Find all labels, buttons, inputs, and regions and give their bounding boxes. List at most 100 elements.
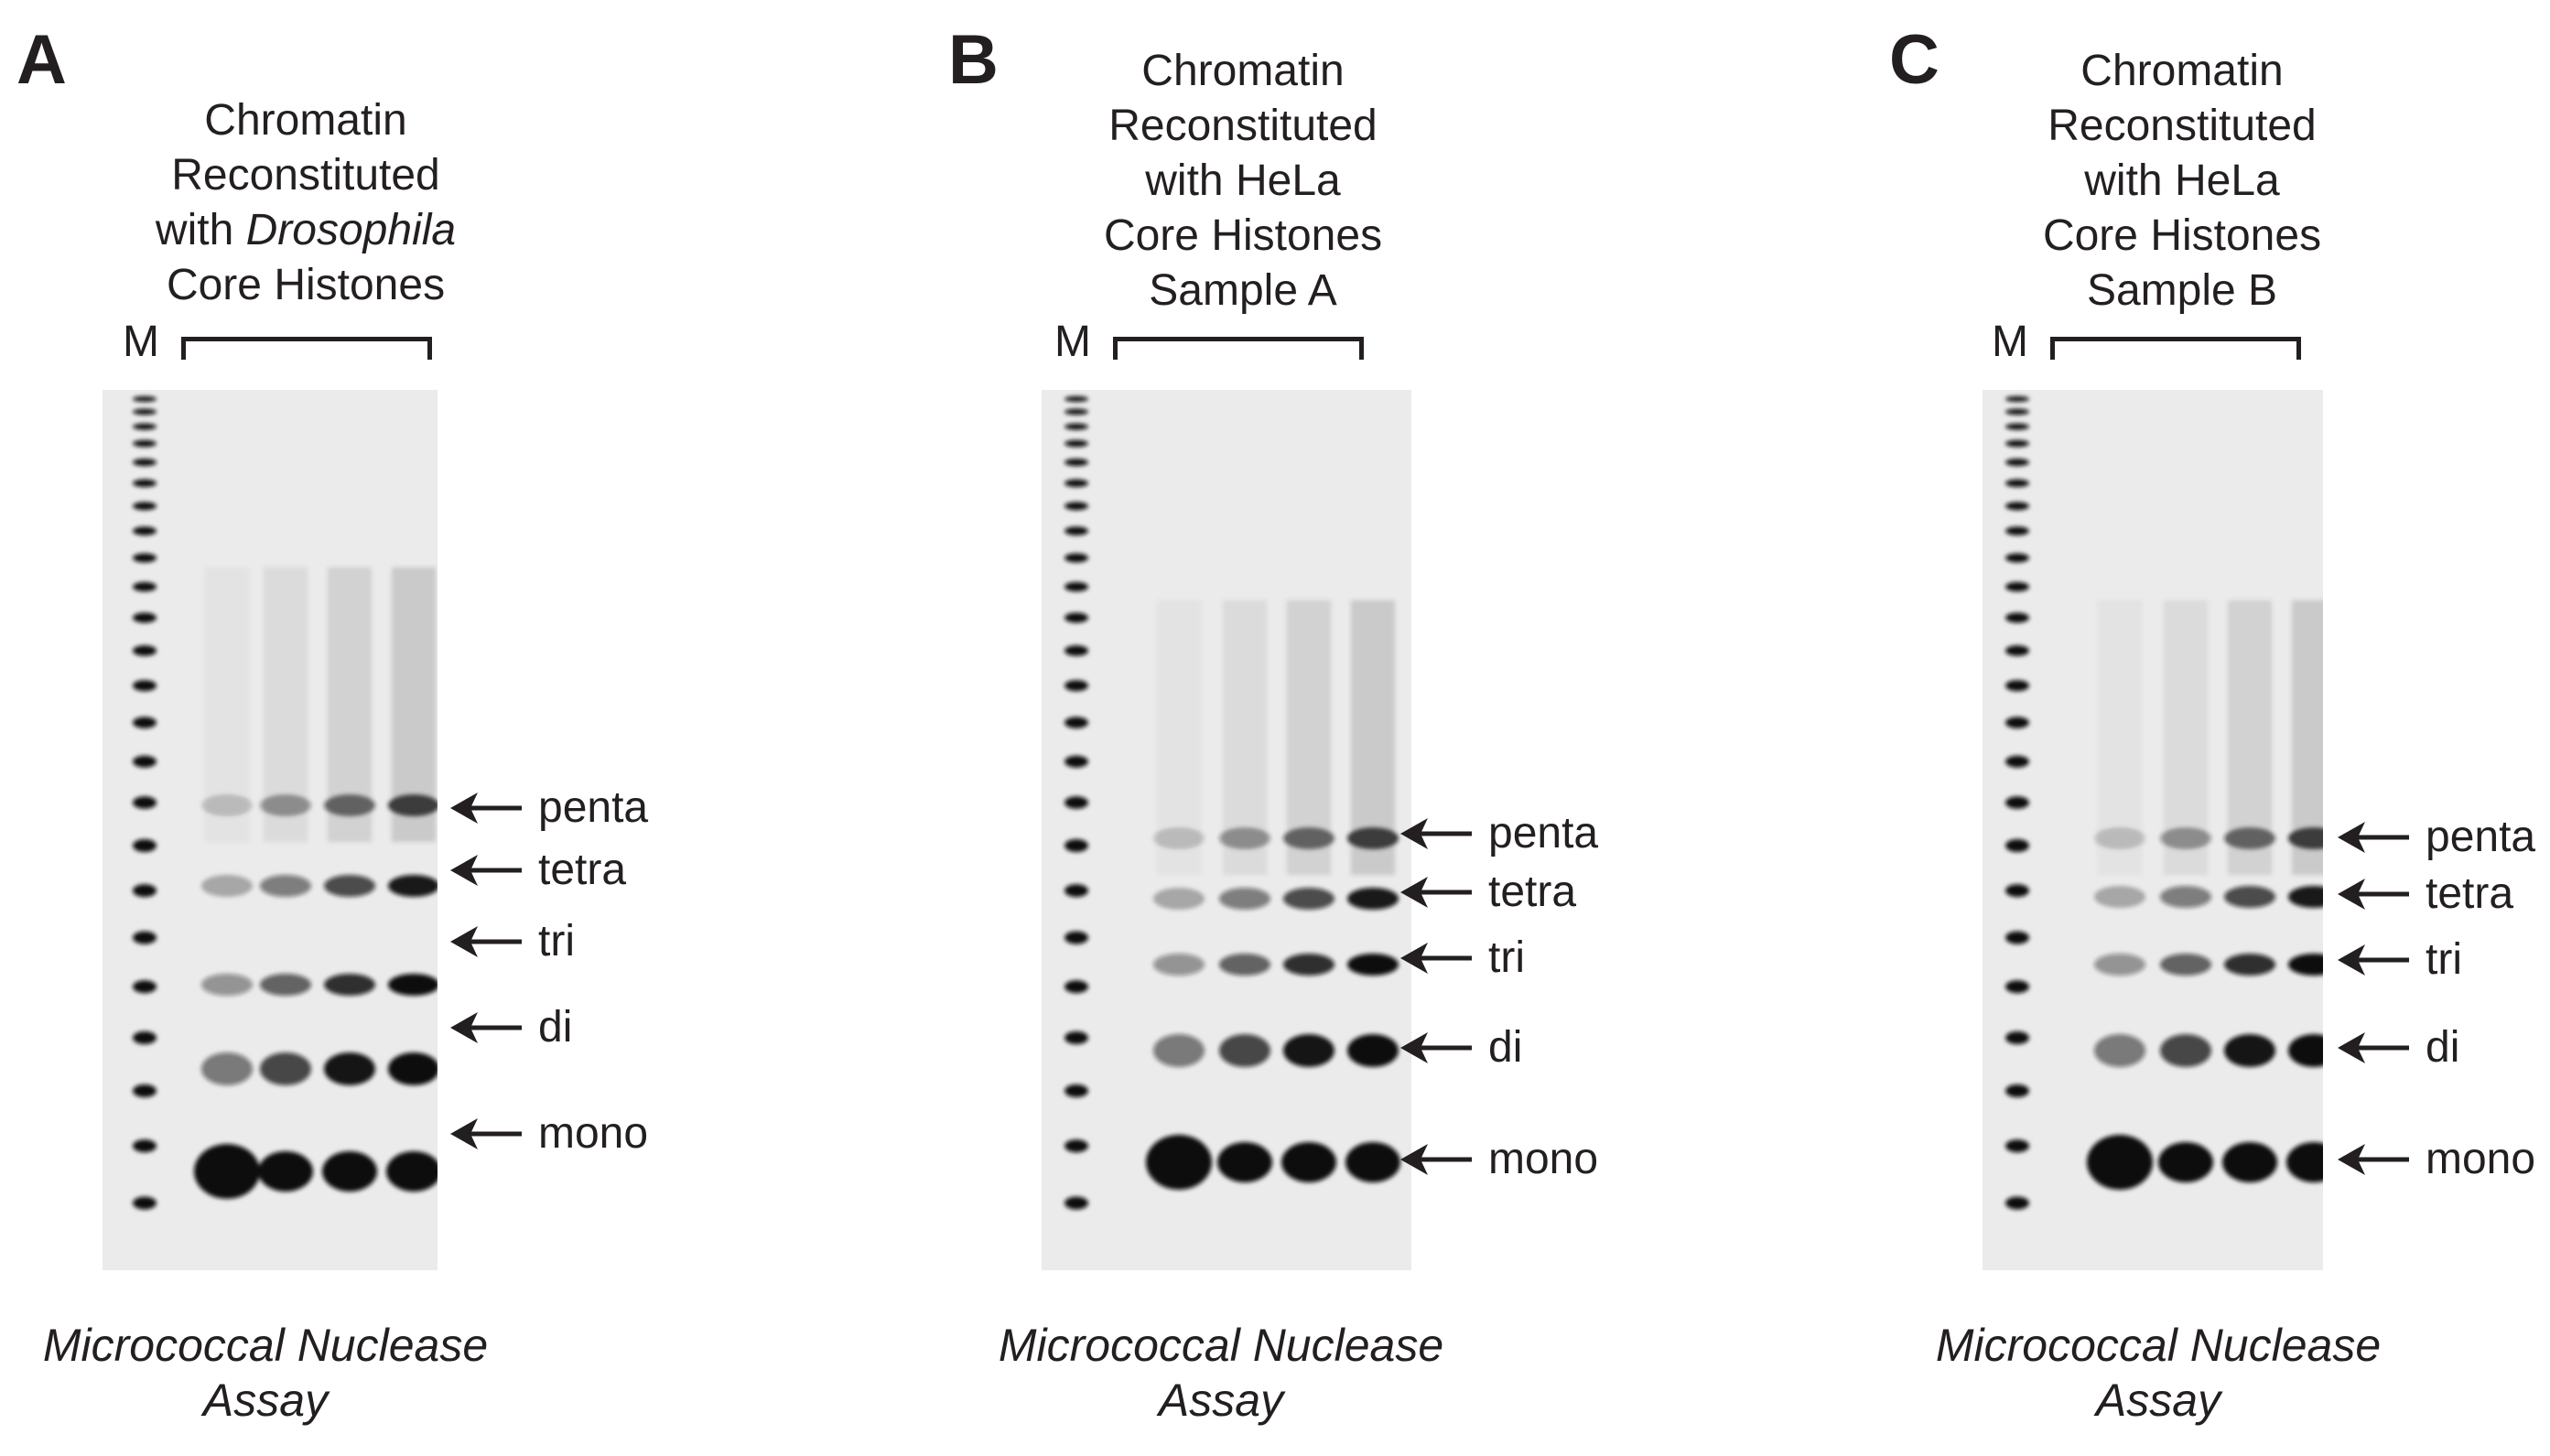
arrow-left-icon bbox=[450, 855, 522, 886]
band-label: mono bbox=[2426, 1135, 2536, 1183]
ladder-band bbox=[133, 755, 157, 768]
assay-caption: Micrococcal Nuclease Assay bbox=[965, 1318, 1477, 1428]
band-penta: penta bbox=[450, 785, 648, 831]
title-line: with Drosophila bbox=[155, 206, 457, 254]
ladder-band bbox=[2005, 1139, 2029, 1153]
band-label: tri bbox=[2426, 935, 2462, 984]
gel-band bbox=[1347, 954, 1399, 976]
band-di: di bbox=[1400, 1025, 1522, 1071]
ladder-band bbox=[133, 439, 157, 448]
gel-smear bbox=[1223, 600, 1267, 875]
ladder-band bbox=[1064, 645, 1088, 656]
title-line: with HeLa bbox=[1145, 156, 1341, 205]
gel-band bbox=[386, 1151, 438, 1192]
gel-band bbox=[260, 1052, 311, 1085]
arrow-left-icon bbox=[450, 793, 522, 824]
ladder-band bbox=[2005, 1084, 2029, 1097]
title-line: Chromatin bbox=[2080, 47, 2284, 95]
title-line: Reconstituted bbox=[2048, 102, 2317, 150]
band-label: penta bbox=[1488, 809, 1599, 857]
assay-line: Micrococcal Nuclease bbox=[1935, 1320, 2382, 1371]
panel-b: B Chromatin Reconstituted with HeLa Core… bbox=[939, 0, 1763, 1456]
ladder-band bbox=[2005, 612, 2029, 623]
title-line: Core Histones bbox=[1103, 211, 1383, 260]
arrow-left-icon bbox=[2338, 1032, 2409, 1063]
band-label: penta bbox=[2426, 813, 2536, 861]
gel-band bbox=[260, 974, 311, 996]
gel-smear bbox=[1351, 600, 1395, 875]
band-label: tetra bbox=[538, 846, 627, 894]
ladder-band bbox=[2005, 502, 2029, 511]
ladder-band bbox=[133, 458, 157, 467]
band-label: tetra bbox=[2426, 869, 2514, 918]
assay-caption: Micrococcal Nuclease Assay bbox=[1902, 1318, 2415, 1428]
gel-band bbox=[2288, 886, 2323, 908]
band-penta: penta bbox=[1400, 811, 1598, 857]
gel-band bbox=[388, 1052, 438, 1085]
lane-bracket bbox=[1113, 337, 1364, 360]
gel-smear bbox=[1287, 600, 1331, 875]
arrow-left-icon bbox=[1400, 818, 1472, 849]
ladder-band bbox=[2005, 755, 2029, 768]
arrow-left-icon bbox=[1400, 1032, 1472, 1063]
panel-title: Chromatin Reconstituted with Drosophila … bbox=[113, 93, 498, 313]
gel-band bbox=[2094, 954, 2145, 976]
panel-letter: B bbox=[948, 21, 999, 99]
arrow-left-icon bbox=[450, 1118, 522, 1149]
ladder-band bbox=[1064, 612, 1088, 623]
band-tri: tri bbox=[1400, 935, 1525, 981]
ladder-band bbox=[133, 680, 157, 692]
ladder-band bbox=[1064, 1196, 1088, 1210]
gel-band bbox=[1281, 1142, 1336, 1182]
arrow-left-icon bbox=[1400, 1144, 1472, 1175]
gel-image bbox=[1983, 390, 2323, 1270]
gel-band bbox=[1153, 954, 1205, 976]
ladder-band bbox=[1064, 581, 1088, 592]
ladder-band bbox=[1064, 396, 1088, 402]
gel-band bbox=[2288, 954, 2323, 976]
arrow-left-icon bbox=[450, 926, 522, 957]
band-mono: mono bbox=[1400, 1137, 1598, 1182]
arrow-left-icon bbox=[2338, 879, 2409, 910]
ladder-band bbox=[2005, 839, 2029, 852]
ladder-band bbox=[1064, 458, 1088, 467]
ladder-band bbox=[2005, 980, 2029, 994]
gel-band bbox=[1153, 888, 1205, 910]
ladder-band bbox=[1064, 526, 1088, 535]
gel-band bbox=[194, 1144, 260, 1199]
gel-image bbox=[1042, 390, 1411, 1270]
band-label: mono bbox=[1488, 1135, 1599, 1183]
gel-band bbox=[2160, 1034, 2211, 1067]
ladder-band bbox=[133, 645, 157, 656]
gel-band bbox=[324, 974, 375, 996]
title-line: Reconstituted bbox=[1108, 102, 1378, 150]
arrow-left-icon bbox=[2338, 822, 2409, 853]
gel-band bbox=[2094, 886, 2145, 908]
lane-bracket bbox=[181, 337, 432, 360]
band-di: di bbox=[450, 1005, 572, 1051]
panel-a: A Chromatin Reconstituted with Drosophil… bbox=[0, 0, 824, 1456]
ladder-band bbox=[2005, 645, 2029, 656]
band-tetra: tetra bbox=[1400, 869, 1576, 915]
ladder-band bbox=[133, 980, 157, 994]
ladder-band bbox=[2005, 553, 2029, 563]
arrow-left-icon bbox=[1400, 943, 1472, 974]
gel-band bbox=[1146, 1135, 1212, 1190]
title-line: Sample A bbox=[1149, 266, 1337, 315]
ladder-band bbox=[2005, 396, 2029, 402]
gel-band bbox=[1283, 1034, 1334, 1067]
arrow-left-icon bbox=[450, 1012, 522, 1043]
gel-band bbox=[1219, 888, 1270, 910]
band-label: penta bbox=[538, 783, 649, 832]
ladder-band bbox=[2005, 717, 2029, 728]
title-italic: Drosophila bbox=[245, 206, 457, 254]
ladder-band bbox=[133, 479, 157, 488]
title-line: Sample B bbox=[2086, 266, 2278, 315]
ladder-band bbox=[1064, 717, 1088, 728]
gel-band bbox=[2288, 1034, 2323, 1067]
ladder-band bbox=[2005, 479, 2029, 488]
ladder-band bbox=[2005, 408, 2029, 415]
ladder-band bbox=[1064, 884, 1088, 898]
assay-line: Assay bbox=[2095, 1375, 2221, 1426]
gel-band bbox=[2160, 886, 2211, 908]
